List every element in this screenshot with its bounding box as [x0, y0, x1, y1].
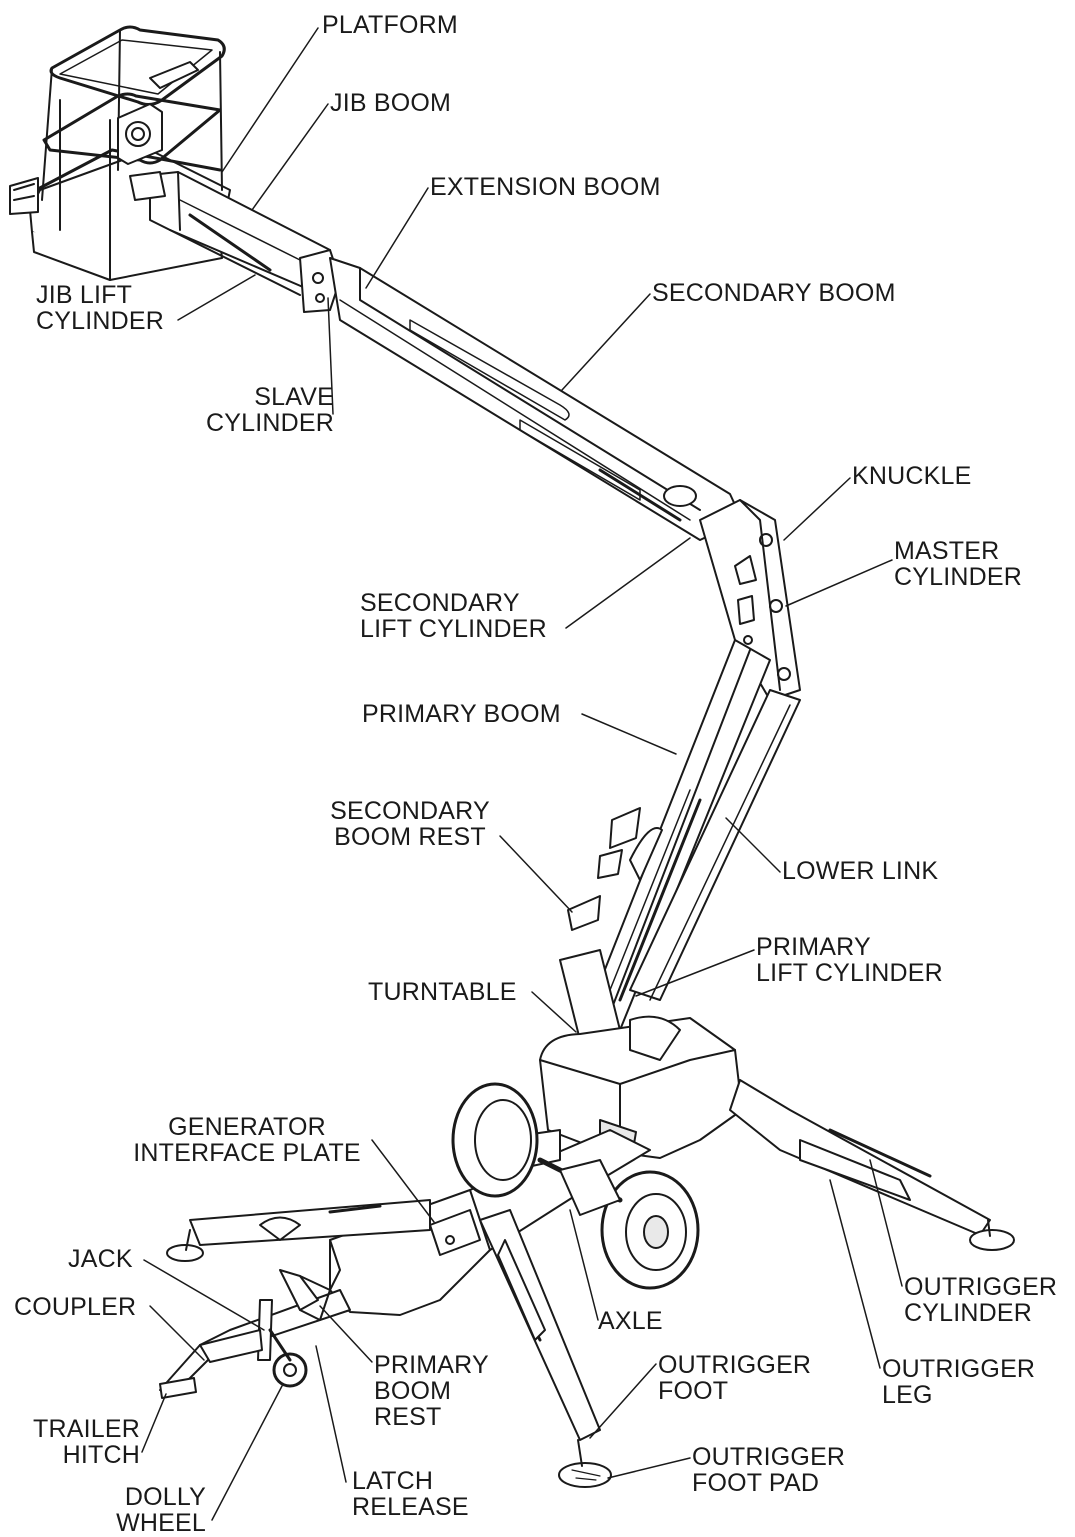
label-jib-lift-cylinder: JIB LIFT CYLINDER: [36, 281, 165, 335]
hitch-assembly: [159, 1328, 308, 1399]
turntable: [539, 949, 743, 1159]
label-latch-release: LATCH RELEASE: [352, 1467, 469, 1521]
label-outrigger-foot: OUTRIGGER FOOT: [658, 1351, 812, 1405]
label-jib-boom: JIB BOOM: [330, 89, 452, 117]
secondary-boom: [329, 257, 743, 541]
label-axle: AXLE: [598, 1307, 663, 1335]
label-secondary-lift-cylinder: SECONDARY LIFT CYLINDER: [360, 589, 547, 643]
label-lower-link: LOWER LINK: [782, 857, 939, 885]
primary-boom: [567, 639, 801, 1031]
label-outrigger-foot-pad: OUTRIGGER FOOT PAD: [692, 1443, 846, 1497]
label-knuckle: KNUCKLE: [852, 462, 972, 490]
label-secondary-boom-rest: SECONDARY BOOM REST: [330, 797, 490, 851]
label-jack: JACK: [68, 1245, 133, 1273]
jib-boom: [129, 171, 341, 313]
label-extension-boom: EXTENSION BOOM: [430, 173, 661, 201]
leader-lines: [141, 27, 903, 1521]
label-primary-boom: PRIMARY BOOM: [362, 700, 561, 728]
label-generator-interface-plate: GENERATOR INTERFACE PLATE: [133, 1113, 361, 1167]
label-outrigger-leg: OUTRIGGER LEG: [882, 1355, 1036, 1409]
label-master-cylinder: MASTER CYLINDER: [894, 537, 1023, 591]
label-turntable: TURNTABLE: [368, 978, 517, 1006]
label-slave-cylinder: SLAVE CYLINDER: [205, 383, 334, 437]
label-outrigger-cylinder: OUTRIGGER CYLINDER: [904, 1273, 1058, 1327]
label-trailer-hitch: TRAILER HITCH: [33, 1415, 140, 1469]
outriggers: [166, 1079, 1015, 1488]
label-dolly-wheel: DOLLY WHEEL: [116, 1483, 206, 1537]
label-secondary-boom: SECONDARY BOOM: [652, 279, 896, 307]
label-primary-boom-rest: PRIMARY BOOM REST: [374, 1351, 489, 1431]
label-platform: PLATFORM: [322, 11, 458, 39]
label-primary-lift-cylinder: PRIMARY LIFT CYLINDER: [756, 933, 943, 987]
wheels: [451, 1082, 700, 1290]
label-coupler: COUPLER: [14, 1293, 137, 1321]
